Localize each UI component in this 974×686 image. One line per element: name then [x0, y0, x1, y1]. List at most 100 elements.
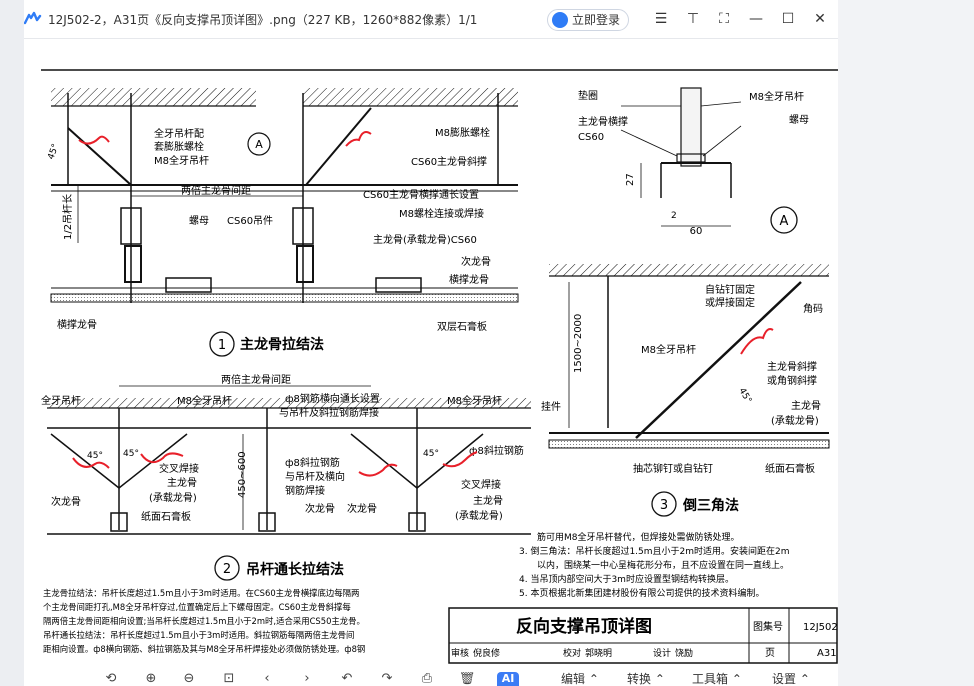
rotate-right-icon[interactable]: ↷	[381, 672, 393, 686]
title-block-review: 审核	[451, 647, 469, 659]
note-right-2: 3. 倒三角法：吊杆长度超过1.5m且小于2m时适用。安装间距在2m	[519, 545, 790, 557]
settings-menu[interactable]: 设置 ⌃	[772, 672, 810, 686]
title-bar	[24, 0, 838, 39]
fig2-bearing2: (承载龙骨)	[455, 509, 503, 522]
title-block: 反向支撑吊顶详图 图集号 12J502 审核 倪良修 校对 郭晓明 设计 饶励 …	[448, 607, 838, 664]
fig2-secondary1: 次龙骨	[51, 495, 81, 508]
fig3-rivet: 抽芯铆钉或自钻钉	[633, 462, 713, 475]
fig3-self-drill: 自钻钉固定	[705, 283, 755, 296]
fig3-dim: 1500~2000	[573, 314, 584, 373]
toolbox-menu-label: 工具箱	[692, 672, 729, 686]
convert-menu[interactable]: 转换 ⌃	[627, 672, 665, 686]
detail-a-nut: 螺母	[789, 114, 809, 126]
fig3-angle: 45°	[736, 387, 753, 406]
fig2-main-keel2: 主龙骨	[473, 494, 503, 507]
close-icon[interactable]: ✕	[814, 11, 826, 27]
markup-red-2	[345, 131, 372, 147]
print-icon[interactable]: ⎙	[421, 672, 433, 686]
fig3-bearing: (承载龙骨)	[771, 414, 819, 427]
fig2-secondary2: 次龙骨	[305, 502, 335, 515]
left-panel-strip	[0, 0, 25, 686]
zoom-out-icon[interactable]: ⊖	[183, 672, 195, 686]
ai-button[interactable]: AI	[497, 672, 519, 686]
detail-a-dim2: 2	[671, 211, 677, 221]
maximize-icon[interactable]: ☐	[781, 11, 795, 27]
title-block-design: 设计	[653, 647, 671, 659]
fig3-or-angle: 或角钢斜撑	[767, 374, 817, 387]
markup-red-4	[72, 457, 110, 469]
fig1-group: A 全牙吊杆配 套膨胀螺栓 M8全牙吊杆 45° 两倍主龙骨间距 1/2吊杆长 …	[46, 88, 519, 357]
title-block-title: 反向支撑吊顶详图	[516, 616, 652, 637]
markup-red-5	[140, 452, 184, 464]
fig2-gypsum1: 纸面石膏板	[141, 510, 191, 523]
fig2-double-spacing: 两倍主龙骨间距	[221, 373, 291, 386]
minimize-icon[interactable]: —	[749, 11, 763, 27]
delete-icon[interactable]: 🗑	[458, 672, 476, 686]
fig2-angle3: 45°	[423, 449, 439, 459]
title-block-atlas-no: 12J502	[803, 622, 838, 633]
title-block-page-no: A31	[817, 648, 837, 659]
detail-a-group: 垫圈 M8全牙吊杆 主龙骨横撑 CS60 螺母 27 2 60 A	[578, 87, 809, 237]
fig1-nut: 螺母	[189, 215, 209, 227]
fig3-corner: 角码	[803, 303, 823, 315]
detail-a-m8-rod: M8全牙吊杆	[749, 90, 804, 103]
file-title: 12J502-2，A31页《反向支撑吊顶详图》.png（227 KB，1260*…	[48, 13, 478, 27]
fig2-title: 吊杆通长拉结法	[246, 561, 344, 578]
user-avatar-icon	[552, 12, 568, 28]
fig3-group: 自钻钉固定 或焊接固定 角码 1500~2000 M8全牙吊杆 主龙骨斜撑 或角…	[541, 264, 830, 517]
zoom-in-icon[interactable]: ⊕	[145, 672, 157, 686]
title-block-page-label: 页	[765, 647, 775, 659]
detail-a-dim60: 60	[690, 226, 703, 237]
fig3-title: 倒三角法	[682, 497, 739, 514]
fig1-full-rod-exp: 全牙吊杆配	[154, 127, 204, 140]
prev-icon[interactable]: ‹	[264, 672, 270, 686]
fig2-phi8-weld: 与吊杆及斜拉钢筋焊接	[279, 406, 379, 419]
fig2-rebar-weld: 钢筋焊接	[285, 484, 325, 497]
title-block-design-name: 饶励	[675, 647, 693, 659]
fig1-m8-exp-bolt: M8膨胀螺栓	[435, 126, 490, 139]
bottom-toolbar	[24, 668, 838, 686]
empty-right-area	[838, 0, 974, 686]
title-block-check: 校对	[563, 647, 581, 659]
fit-icon[interactable]: ⊡	[223, 672, 235, 686]
fig1-double-spacing: 两倍主龙骨间距	[181, 184, 251, 197]
menu-icon[interactable]: ☰	[654, 11, 668, 27]
login-button[interactable]: 立即登录	[547, 9, 630, 31]
fig2-angle1: 45°	[87, 451, 103, 461]
fig1-cs60-hanger: CS60吊件	[227, 215, 273, 227]
fig1-cs60-brace: CS60主龙骨斜撑	[411, 155, 487, 168]
title-block-atlas-label: 图集号	[753, 620, 783, 633]
toolbox-menu[interactable]: 工具箱 ⌃	[692, 672, 742, 686]
rotate-left-icon[interactable]: ↶	[341, 672, 353, 686]
markup-red-7	[442, 451, 478, 468]
fig1-m8-bolt-weld: M8螺栓连接或焊接	[399, 207, 484, 220]
markup-red-3	[740, 328, 774, 355]
edit-menu-label: 编辑	[561, 672, 586, 686]
fig2-phi8-full: ф8钢筋横向通长设置	[285, 392, 380, 405]
fig2-m8-rod-left: M8全牙吊杆	[177, 394, 232, 407]
fig1-cross-keel: 横撑龙骨	[57, 318, 97, 331]
fig1-number: 1	[218, 338, 226, 353]
edit-menu[interactable]: 编辑 ⌃	[561, 672, 599, 686]
fig2-secondary3: 次龙骨	[347, 502, 377, 515]
fig1-title: 主龙骨拉结法	[240, 336, 324, 353]
pin-icon[interactable]: ⊤	[686, 11, 700, 27]
fig2-phi8-pull: ф8斜拉钢筋	[285, 456, 340, 469]
title-block-check-name: 郭晓明	[585, 647, 612, 659]
title-block-review-name: 倪良修	[473, 647, 500, 659]
note-left-3: 隔两倍主龙骨间距相向设置;当吊杆长度超过1.5m且小于2m时,适合采用CS50主…	[43, 616, 365, 626]
rotate-icon[interactable]: ⟲	[105, 672, 117, 686]
fig1-angle: 45°	[46, 143, 61, 161]
fig1-circle-a: A	[255, 138, 263, 151]
fullscreen-icon[interactable]: ⛶	[719, 11, 729, 27]
settings-menu-label: 设置	[772, 672, 797, 686]
next-icon[interactable]: ›	[304, 672, 310, 686]
fig1-double-gypsum: 双层石膏板	[437, 320, 487, 333]
fig2-m8-rod-right: M8全牙吊杆	[447, 394, 502, 407]
fig2-cross-weld2: 交叉焊接	[461, 478, 501, 491]
fig2-number: 2	[223, 562, 231, 577]
fig2-bearing1: (承载龙骨)	[149, 491, 197, 504]
note-left-4: 吊杆通长拉结法：吊杆长度超过1.5m且小于3m时适用。斜拉钢筋每隔两倍主龙骨间	[43, 630, 354, 640]
detail-a-gasket: 垫圈	[578, 89, 598, 102]
note-right-5: 5. 本页根据北新集团建材股份有限公司提供的技术资料编制。	[519, 587, 764, 599]
